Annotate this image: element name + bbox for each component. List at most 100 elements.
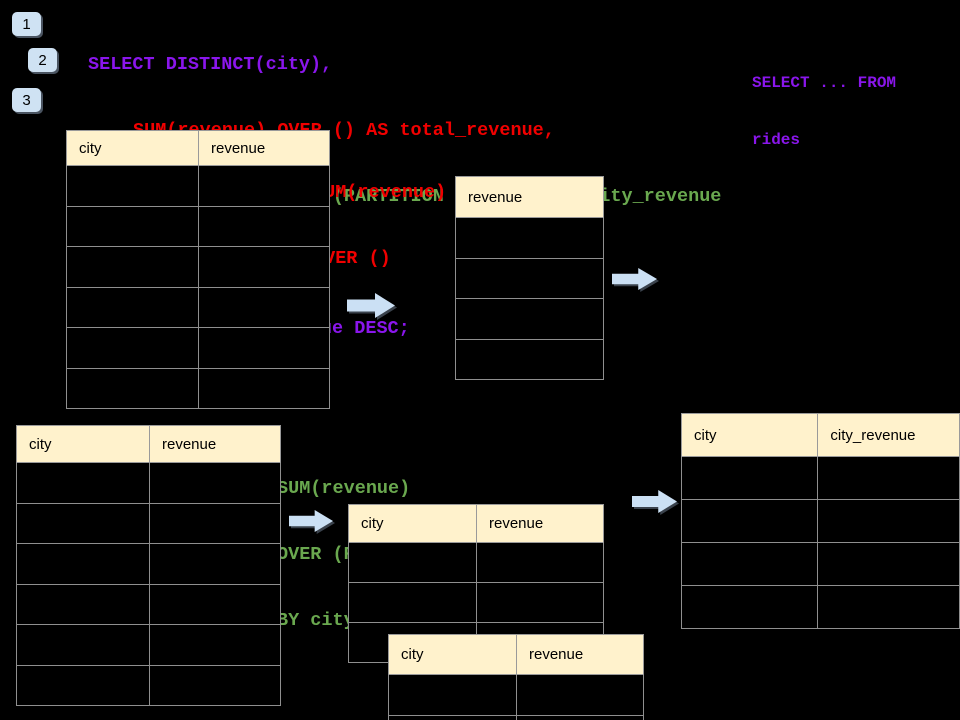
step-badge-1: 1 (12, 12, 41, 36)
table-cell (476, 582, 604, 623)
table-cell (149, 624, 281, 666)
arrow-right-icon (289, 510, 333, 532)
table-cell (16, 664, 150, 706)
table-cell (817, 585, 960, 629)
table-cell (16, 502, 150, 544)
table-cell (66, 367, 199, 409)
table-row (680, 499, 960, 543)
column-header-city: city (16, 425, 150, 463)
column-header-city-revenue: city_revenue (817, 413, 960, 457)
table-cell (680, 499, 819, 543)
table-row (455, 338, 604, 380)
table-row (66, 367, 330, 409)
table-cell (817, 542, 960, 586)
total-revenue-label: SUM(revenue) OVER () (313, 138, 446, 314)
column-header-revenue: revenue (149, 425, 281, 463)
table-row (16, 543, 281, 585)
table-cell (66, 286, 199, 328)
table-row (455, 257, 604, 299)
table-cell (455, 257, 604, 299)
select-from-note: SELECT ... FROM rides (752, 36, 896, 188)
table-cell (680, 585, 819, 629)
select-from-note-line2: rides (752, 131, 801, 149)
step-badge-2: 2 (28, 48, 57, 72)
table-cell (198, 367, 330, 409)
table-header-row: city revenue (66, 130, 330, 166)
column-header-revenue: revenue (476, 504, 604, 543)
table-row (388, 715, 644, 720)
column-header-city: city (348, 504, 477, 543)
arrow-right-icon (632, 490, 677, 513)
table-cell (455, 338, 604, 380)
column-header-city: city (66, 130, 199, 166)
table-cell (516, 715, 644, 720)
table-cell (198, 165, 330, 207)
table-row (66, 246, 330, 288)
table-cell (388, 715, 517, 720)
column-header-revenue: revenue (455, 176, 604, 218)
table-cell (817, 499, 960, 543)
column-header-city: city (388, 634, 517, 675)
table-source-bottom: city revenue (16, 425, 281, 706)
table-row (16, 664, 281, 706)
table-cell (455, 298, 604, 340)
city-revenue-label-line1: SUM(revenue) (277, 478, 411, 499)
table-cell (149, 502, 281, 544)
table-cell (66, 327, 199, 369)
total-revenue-label-line1: SUM(revenue) (313, 182, 447, 203)
table-cell (455, 217, 604, 259)
table-cell (348, 542, 477, 583)
table-row (455, 217, 604, 259)
table-row (680, 542, 960, 586)
table-row (66, 165, 330, 207)
table-cell (198, 205, 330, 247)
table-cell (149, 462, 281, 504)
column-header-revenue: revenue (198, 130, 330, 166)
select-from-note-line1: SELECT ... FROM (752, 74, 897, 92)
table-cell (149, 664, 281, 706)
step-badge-3: 3 (12, 88, 41, 112)
table-header-row: revenue (455, 176, 604, 218)
table-row (680, 456, 960, 500)
table-row (16, 583, 281, 625)
table-row (680, 585, 960, 629)
table-cell (16, 543, 150, 585)
table-row (348, 542, 604, 583)
table-row (66, 205, 330, 247)
column-header-revenue: revenue (516, 634, 644, 675)
sql-line-select: SELECT DISTINCT(city), (88, 54, 333, 75)
table-cell (149, 583, 281, 625)
table-row (348, 582, 604, 623)
table-cell (817, 456, 960, 500)
table-row (66, 327, 330, 369)
table-header-row: city city_revenue (680, 413, 960, 457)
table-source-top: city revenue (66, 130, 330, 409)
table-result: city city_revenue (680, 413, 960, 629)
table-cell (388, 674, 517, 716)
arrow-right-icon (612, 268, 657, 290)
table-partition-overlap: city revenue (388, 634, 644, 720)
table-cell (198, 327, 330, 369)
table-cell (16, 462, 150, 504)
table-cell (16, 624, 150, 666)
table-row (66, 286, 330, 328)
table-row (16, 462, 281, 504)
column-header-city: city (680, 413, 819, 457)
table-cell (16, 583, 150, 625)
total-revenue-label-line2: OVER () (313, 248, 391, 269)
table-revenue-only: revenue (455, 176, 604, 380)
table-cell (66, 246, 199, 288)
table-cell (198, 286, 330, 328)
table-cell (476, 542, 604, 583)
table-cell (516, 674, 644, 716)
table-cell (66, 165, 199, 207)
table-cell (149, 543, 281, 585)
table-header-row: city revenue (16, 425, 281, 463)
table-row (388, 674, 644, 716)
table-row (16, 624, 281, 666)
table-row (455, 298, 604, 340)
table-cell (198, 246, 330, 288)
table-header-row: city revenue (348, 504, 604, 543)
table-cell (680, 456, 819, 500)
